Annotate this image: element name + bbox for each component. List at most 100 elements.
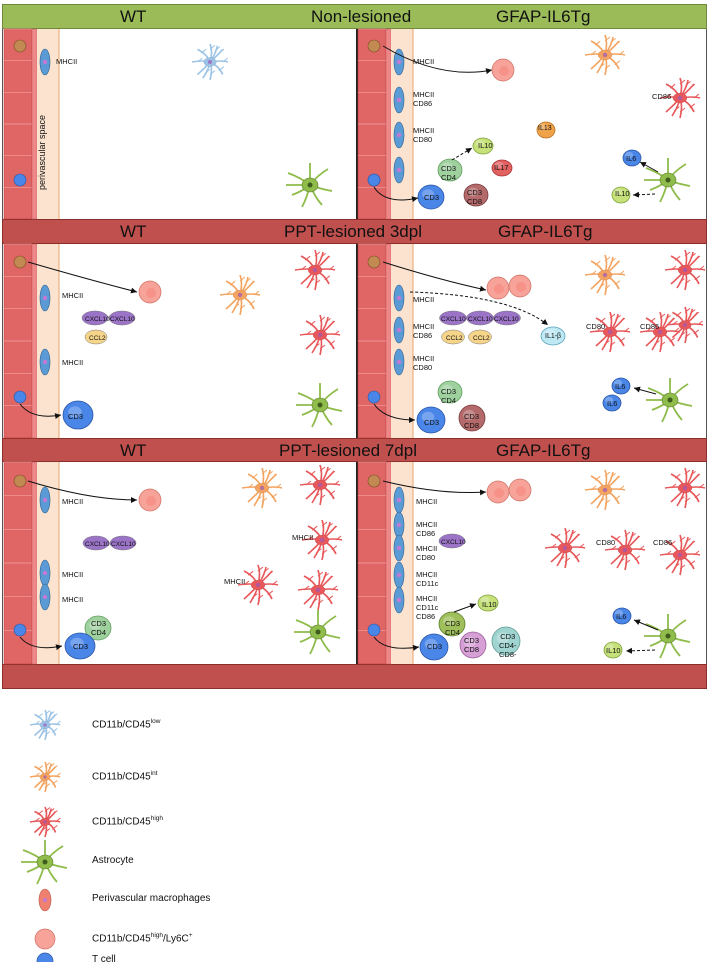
r1-tg-mhcii-label: MHCII bbox=[413, 57, 435, 66]
perivascular-space bbox=[37, 244, 59, 438]
microglia-high-icon bbox=[294, 249, 336, 291]
r3-tg-cd3cd4-label: CD3 CD4 bbox=[445, 619, 461, 637]
row3-right-title: GFAP-IL6Tg bbox=[496, 441, 591, 460]
perivascular-space bbox=[391, 462, 413, 664]
perivascular-macrophage-icon bbox=[393, 121, 405, 149]
il10-cytokine bbox=[472, 137, 494, 155]
row3-left-title: WT bbox=[120, 441, 147, 460]
r2-wt-mhcii-a-label: MHCII bbox=[62, 291, 84, 300]
perivascular-macrophage-icon bbox=[39, 48, 51, 76]
blood-vessel-wall bbox=[357, 243, 414, 439]
r3-tg-mhcii-cd86-label: MHCII CD86 bbox=[416, 520, 438, 538]
cxcl10-chemokine bbox=[81, 310, 109, 326]
t-cell-icon bbox=[13, 390, 27, 404]
r3-wt-mhcii-b-label: MHCII bbox=[292, 533, 314, 542]
il1b-cytokine bbox=[540, 326, 566, 346]
astrocyte-icon bbox=[644, 614, 691, 659]
row3-center-title: PPT-lesioned 7dpl bbox=[279, 441, 417, 460]
perivascular-space bbox=[37, 29, 59, 219]
microglia-high-icon bbox=[297, 569, 339, 611]
r3-tg-il10b-label: IL10 bbox=[606, 646, 621, 655]
r3-wt-cxcl10b-label: CXCL10 bbox=[111, 541, 136, 548]
microglia-int-icon bbox=[29, 761, 61, 793]
cd3-t-cell bbox=[64, 632, 96, 660]
r2-tg-il6b-label: IL6 bbox=[607, 399, 618, 408]
r2-tg-cxcl10a-label: CXCL10 bbox=[441, 316, 466, 323]
r2-tg-cxcl10b-label: CXCL10 bbox=[468, 316, 493, 323]
r2-tg-ccl2b-label: CCL2 bbox=[473, 335, 490, 342]
cd3-t-cell bbox=[62, 400, 94, 430]
r3-tg-il10a-label: IL10 bbox=[482, 600, 497, 609]
cd4-t-cell bbox=[437, 158, 463, 182]
monocyte-icon bbox=[367, 255, 381, 269]
r3-tg-cd3cd8-label: CD3 CD8 bbox=[464, 636, 480, 654]
r1-tg-mhcii-cd80-label: MHCII CD80 bbox=[413, 126, 435, 144]
perivascular-macrophage-icon bbox=[393, 511, 405, 539]
cd4-t-cell bbox=[84, 615, 112, 641]
legend-label: Astrocyte bbox=[92, 855, 134, 866]
ly6c-monocyte-icon bbox=[486, 276, 510, 300]
legend-label: CD11b/CD45high/Ly6C+ bbox=[92, 932, 193, 945]
blood-vessel-wall bbox=[3, 28, 60, 220]
il10-secretion-arrow bbox=[453, 603, 477, 613]
perivascular-macrophage-icon bbox=[393, 586, 405, 614]
blood-vessel-wall bbox=[3, 243, 60, 439]
row1-left-title: WT bbox=[120, 7, 147, 26]
row1-panel bbox=[2, 29, 707, 219]
microglia-low-icon bbox=[29, 709, 61, 741]
microglia-high-icon bbox=[666, 306, 704, 344]
microglia-high-icon bbox=[589, 311, 631, 353]
cxcl10-chemokine bbox=[109, 535, 137, 551]
legend-label: Perivascular macrophages bbox=[92, 893, 211, 904]
perivascular-macrophage-icon bbox=[39, 583, 51, 611]
cxcl10-chemokine bbox=[438, 533, 466, 549]
r3-wt-mhcii-c-label: MHCII bbox=[62, 570, 84, 579]
row1-right-title: GFAP-IL6Tg bbox=[496, 7, 591, 26]
il6-cytokine bbox=[611, 377, 631, 395]
r1-wt-mhcii-label: MHCII bbox=[56, 57, 78, 66]
r2-tg-cd80-label: CD80 bbox=[586, 322, 606, 331]
il10-cytokine bbox=[611, 186, 631, 204]
legend-item: CD11b/CD45high/Ly6C+ bbox=[22, 922, 622, 956]
microglia-high-icon bbox=[299, 314, 341, 356]
monocyte-icon bbox=[367, 474, 381, 488]
blood-vessel-wall bbox=[357, 461, 414, 665]
il6-cytokine bbox=[612, 607, 632, 625]
astrocyte-icon bbox=[644, 158, 691, 203]
r2-tg-cd3cd8-label: CD3 CD8 bbox=[464, 412, 480, 430]
perivascular-macrophage-icon bbox=[39, 348, 51, 376]
microglia-int-icon bbox=[219, 274, 261, 316]
row2-panel bbox=[2, 244, 707, 438]
row2-left-title: WT bbox=[120, 222, 147, 241]
perivascular-macrophage-icon bbox=[393, 561, 405, 589]
migration-arrow bbox=[27, 480, 138, 503]
legend-label: CD11b/CD45high bbox=[92, 815, 164, 828]
r3-wt-cxcl10a-label: CXCL10 bbox=[85, 541, 110, 548]
r2-wt-ccl2-label: CCL2 bbox=[89, 335, 106, 342]
perivascular-space-label: perivascular space bbox=[37, 114, 47, 190]
perivascular-macrophage-icon bbox=[393, 156, 405, 184]
il1b-arrow bbox=[409, 291, 549, 326]
cxcl10-chemokine bbox=[108, 310, 136, 326]
cd4-t-cell bbox=[437, 380, 463, 404]
astrocyte-icon bbox=[294, 610, 341, 655]
ly6c-monocyte-icon bbox=[138, 280, 162, 304]
il17-cytokine bbox=[491, 159, 513, 177]
r1-tg-cd86-label: CD86 bbox=[652, 92, 672, 101]
r1-tg-cd3cd8-label: CD3 CD8 bbox=[467, 188, 483, 206]
il10-cytokine bbox=[603, 641, 623, 659]
perivascular-macrophage-icon bbox=[393, 348, 405, 376]
ly6c-monocyte-icon bbox=[138, 488, 162, 512]
r3-wt-mhcii-e-label: MHCII bbox=[62, 595, 84, 604]
microglia-high-icon bbox=[299, 464, 341, 506]
migration-arrow bbox=[382, 45, 493, 75]
r1-tg-il13-label: IL13 bbox=[538, 125, 552, 132]
legend-item: CD11b/CD45int bbox=[22, 760, 622, 794]
perivascular-macrophage-icon bbox=[393, 284, 405, 312]
perivascular-macrophage-icon bbox=[39, 486, 51, 514]
legend-item: Perivascular macrophages bbox=[22, 883, 622, 917]
microglia-int-icon bbox=[241, 467, 283, 509]
r3-wt-mhcii-d-label: MHCII bbox=[224, 577, 246, 586]
cd8-t-cell bbox=[463, 183, 489, 207]
